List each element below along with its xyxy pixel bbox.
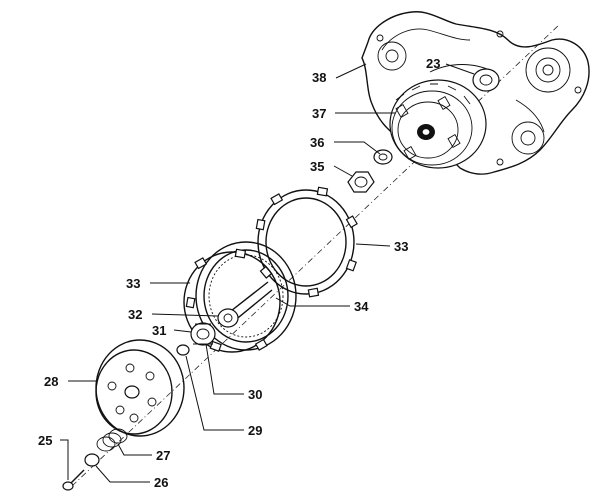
bearing-seal	[472, 68, 500, 92]
leader-23	[445, 63, 475, 75]
small-washer	[176, 344, 190, 356]
friction-disc-upper	[255, 186, 358, 298]
callout-28: 28	[44, 374, 58, 389]
leader-27	[117, 443, 152, 456]
callout-33-upper: 33	[394, 239, 408, 254]
leader-38	[335, 63, 367, 79]
leader-30	[205, 343, 244, 395]
leader-29	[185, 355, 244, 431]
leader-33-upper	[355, 243, 391, 247]
leader-31	[173, 329, 192, 333]
clutch-basket	[389, 79, 487, 169]
flywheel-rotor	[95, 339, 185, 437]
callout-38: 38	[312, 70, 326, 85]
leader-32	[151, 313, 219, 317]
leader-25	[60, 439, 69, 480]
friction-disc-lower	[183, 248, 281, 353]
callout-25: 25	[38, 433, 52, 448]
callout-27: 27	[156, 448, 170, 463]
coil-spring	[96, 428, 128, 452]
callout-37: 37	[312, 106, 326, 121]
callout-32: 32	[128, 307, 142, 322]
callout-35: 35	[310, 159, 324, 174]
retaining-washer	[84, 453, 100, 467]
callout-34: 34	[354, 299, 369, 314]
hex-nut	[347, 171, 375, 193]
thrust-washer	[373, 149, 393, 165]
leader-26	[95, 465, 150, 483]
callout-33-lower: 33	[126, 276, 140, 291]
callout-23: 23	[426, 56, 440, 71]
callout-26: 26	[154, 475, 168, 490]
leader-34	[275, 297, 350, 307]
callout-31: 31	[152, 323, 166, 338]
leader-35	[333, 165, 353, 177]
thrust-washer-hole	[378, 153, 388, 161]
callout-36: 36	[310, 135, 324, 150]
clutch-shaft	[217, 281, 273, 328]
spacer-bushing	[190, 322, 216, 346]
assembly-axis	[71, 23, 561, 487]
callout-30: 30	[248, 387, 262, 402]
retaining-bolt	[62, 469, 85, 491]
steel-clutch-plate	[195, 241, 297, 351]
callout-29: 29	[248, 423, 262, 438]
leader-36	[334, 141, 381, 155]
